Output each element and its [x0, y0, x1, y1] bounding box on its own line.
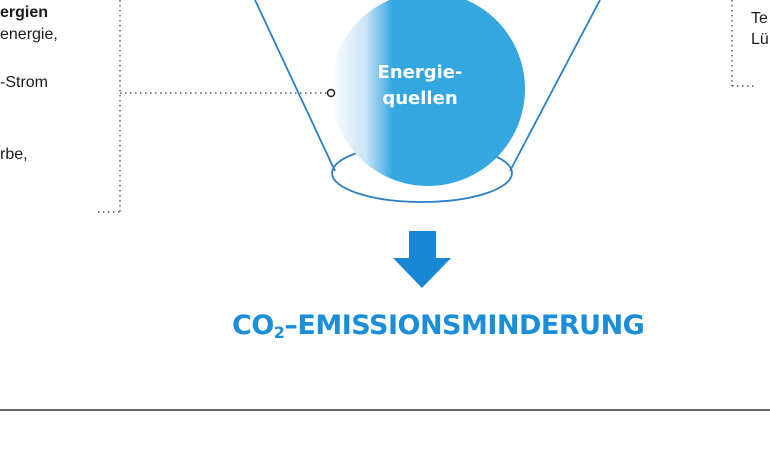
headline: CO2–EMISSIONSMINDERUNG	[232, 310, 645, 342]
circle-label: Energie- quellen	[350, 60, 490, 112]
headline-subscript: 2	[273, 323, 285, 342]
funnel	[254, 0, 601, 203]
circle-label-line: Energie-	[377, 62, 463, 83]
energy-source-circle	[331, 0, 525, 186]
circle-label-line: quellen	[382, 88, 458, 109]
left-text-heading: ergien	[0, 4, 49, 21]
left-text-line: -Strom	[0, 74, 48, 91]
right-text-line: Lü	[751, 31, 769, 48]
connector-dot	[326, 88, 336, 98]
arrow-down-icon	[393, 231, 451, 288]
right-bracket	[731, 0, 756, 87]
headline-suffix: –EMISSIONSMINDERUNG	[284, 310, 645, 341]
left-text-line: rbe,	[0, 146, 28, 163]
headline-prefix: CO	[232, 310, 274, 341]
left-bracket	[98, 0, 328, 213]
right-text-line: Te	[751, 10, 768, 27]
right-text-block: Te Lü	[751, 8, 769, 50]
left-text-line: energie,	[0, 26, 58, 43]
